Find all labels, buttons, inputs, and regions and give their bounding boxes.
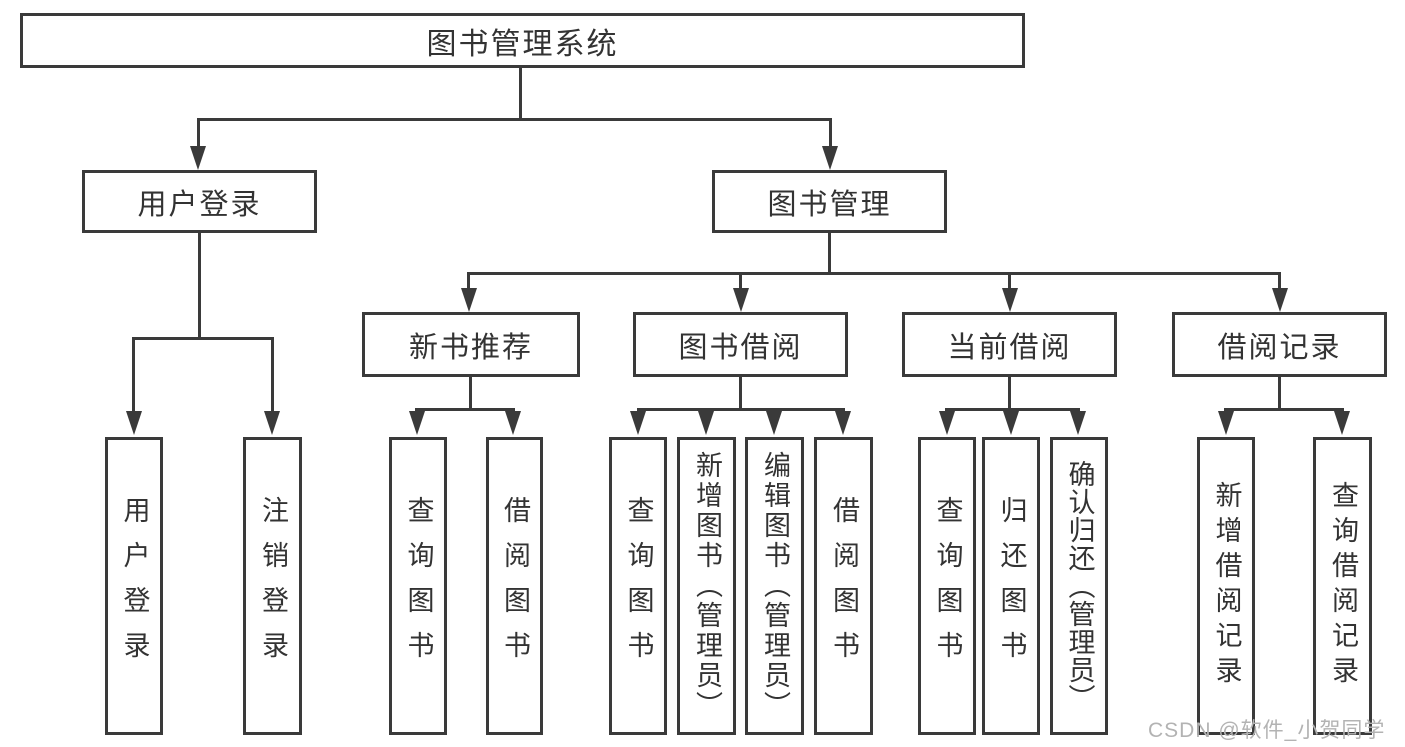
connector-line [828,233,831,274]
node-book-borrowing: 图书借阅 [633,312,848,377]
arrow-down-icon [630,411,646,435]
connector-line [132,337,135,413]
leaf-return-books: 归还图书 [982,437,1040,735]
connector-line [467,272,1281,275]
arrow-down-icon [835,411,851,435]
connector-line [829,118,832,150]
leaf-query-borrow-record: 查询借阅记录 [1313,437,1372,735]
arrow-down-icon [264,411,280,435]
arrow-down-icon [1070,411,1086,435]
connector-line [739,377,742,410]
arrow-down-icon [733,288,749,312]
connector-line [1008,377,1011,410]
arrow-down-icon [822,146,838,170]
connector-line [132,337,274,340]
node-label: 用户登录 [119,496,150,676]
node-current-borrowing: 当前借阅 [902,312,1117,377]
connector-line [1224,408,1344,411]
node-label: 新增借阅记录 [1211,481,1242,691]
arrow-down-icon [766,411,782,435]
leaf-edit-books-admin: 编辑图书（管理员） [745,437,804,735]
leaf-logout: 注销登录 [243,437,302,735]
connector-line [637,408,845,411]
connector-line [197,118,832,121]
node-label: 新增图书（管理员） [692,451,722,721]
leaf-user-login: 用户登录 [105,437,163,735]
leaf-query-books-2: 查询图书 [609,437,667,735]
leaf-confirm-return-admin: 确认归还（管理员） [1050,437,1108,735]
node-label: 图书管理系统 [426,27,619,61]
connector-line [467,272,470,290]
arrow-down-icon [698,411,714,435]
leaf-borrow-books-2: 借阅图书 [814,437,873,735]
node-label: 查询图书 [932,496,963,676]
leaf-query-books-3: 查询图书 [918,437,976,735]
node-new-book-recommendation: 新书推荐 [362,312,580,377]
connector-line [519,66,522,120]
arrow-down-icon [939,411,955,435]
leaf-add-books-admin: 新增图书（管理员） [677,437,736,735]
node-label: 查询图书 [403,496,434,676]
node-label: 编辑图书（管理员） [760,451,790,721]
arrow-down-icon [1003,411,1019,435]
node-label: 归还图书 [996,496,1027,676]
arrow-down-icon [461,288,477,312]
arrow-down-icon [190,146,206,170]
node-label: 注销登录 [258,496,288,676]
node-label: 图书管理 [767,188,892,221]
node-label: 用户登录 [137,188,262,221]
arrow-down-icon [126,411,142,435]
connector-line [415,408,515,411]
arrow-down-icon [1218,411,1234,435]
connector-line [945,408,1080,411]
node-borrowing-records: 借阅记录 [1172,312,1387,377]
node-label: 借阅图书 [829,496,859,676]
connector-line [198,233,201,339]
connector-line [197,118,200,150]
node-label: 借阅记录 [1217,331,1342,364]
connector-line [1278,377,1281,410]
arrow-down-icon [505,411,521,435]
arrow-down-icon [409,411,425,435]
node-label: 查询借阅记录 [1328,481,1358,691]
arrow-down-icon [1002,288,1018,312]
node-label: 图书借阅 [678,331,803,364]
node-label: 新书推荐 [408,331,533,364]
leaf-borrow-books-1: 借阅图书 [486,437,543,735]
arrow-down-icon [1272,288,1288,312]
leaf-query-books-1: 查询图书 [389,437,447,735]
node-root-book-management-system: 图书管理系统 [20,13,1025,68]
node-label: 查询图书 [623,496,654,676]
node-label: 借阅图书 [500,496,530,676]
connector-line [739,272,742,290]
leaf-add-borrow-record: 新增借阅记录 [1197,437,1255,735]
node-label: 确认归还（管理员） [1064,460,1095,712]
arrow-down-icon [1334,411,1350,435]
connector-line [271,337,274,413]
node-label: 当前借阅 [947,331,1072,364]
connector-line [469,377,472,410]
csdn-watermark: CSDN @软件_小贺同学 [1148,719,1386,742]
connector-line [1008,272,1011,290]
connector-line [1278,272,1281,290]
node-user-login: 用户登录 [82,170,317,233]
node-book-management: 图书管理 [712,170,947,233]
